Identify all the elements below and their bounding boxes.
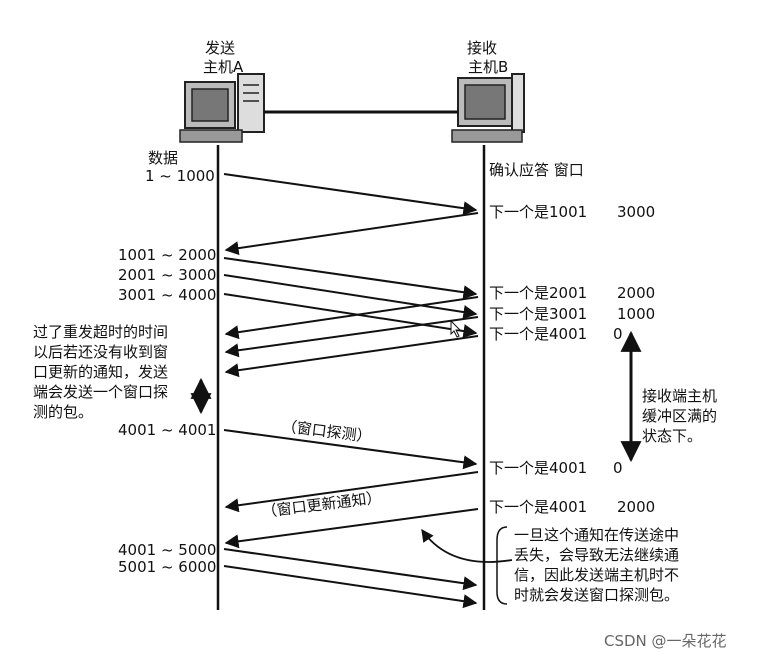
window-size-label: 0 (613, 325, 623, 343)
ack-label: 下一个是3001 (489, 305, 588, 323)
ack-label: 下一个是4001 (489, 459, 588, 477)
data-arrow-2 (223, 257, 478, 300)
ack-label: 下一个是4001 (489, 498, 588, 516)
window-size-label: 3000 (617, 203, 656, 221)
data-arrow-3 (223, 274, 478, 319)
window-size-label: 0 (613, 459, 623, 477)
ack-arrow-3 (224, 316, 479, 358)
data-arrow-4 (223, 293, 478, 338)
data-label: 4001 ~ 4001 (118, 421, 217, 439)
ack-label: 下一个是1001 (489, 203, 588, 221)
window-size-label: 2000 (617, 284, 656, 302)
ack-arrow-4 (224, 335, 479, 378)
window-update-arrow (224, 508, 479, 549)
data-arrow-6 (223, 565, 478, 609)
sender-computer-icon (179, 73, 265, 143)
sender-label-line1: 发送 (205, 39, 236, 57)
data-arrow-5 (223, 548, 478, 591)
buffer-full-note: 接收端主机 缓冲区满的 状态下。 (642, 387, 718, 445)
receiver-label-line2: 主机B (468, 58, 509, 76)
ack-window-header: 确认应答 窗口 (489, 161, 584, 179)
ack-label: 下一个是2001 (489, 284, 588, 302)
window-size-label: 2000 (617, 498, 656, 516)
data-column-header: 数据 (148, 149, 179, 167)
data-arrow-1 (223, 173, 478, 216)
data-label: 4001 ~ 5000 (118, 541, 217, 559)
receiver-label-line1: 接收 (467, 39, 498, 57)
data-label: 1 ~ 1000 (145, 167, 215, 185)
timeout-note: 过了重发超时的时间 以后若还没有收到窗 口更新的通知，发送 端会发送一个窗口探 … (33, 323, 169, 421)
receiver-computer-icon (451, 73, 525, 143)
data-label: 1001 ~ 2000 (118, 246, 217, 264)
probe-arrow (223, 429, 478, 470)
sender-label-line2: 主机A (203, 58, 244, 76)
data-label: 3001 ~ 4000 (118, 286, 217, 304)
loss-note: 一旦这个通知在传送途中 丢失，会导致无法继续通 信，因此发送端主机时不 时就会发… (514, 526, 680, 604)
ack-arrow-5 (224, 471, 479, 513)
data-label: 5001 ~ 6000 (118, 558, 217, 576)
ack-label: 下一个是4001 (489, 325, 588, 343)
loss-pointer-arrow (421, 528, 513, 563)
mouse-cursor-icon (450, 319, 462, 338)
data-label: 2001 ~ 3000 (118, 266, 217, 284)
window-size-label: 1000 (617, 305, 656, 323)
ack-arrow-2 (224, 296, 479, 340)
ack-arrow-1 (224, 212, 479, 256)
loss-note-bracket (496, 526, 508, 605)
watermark: CSDN @一朵花花 (604, 632, 727, 650)
